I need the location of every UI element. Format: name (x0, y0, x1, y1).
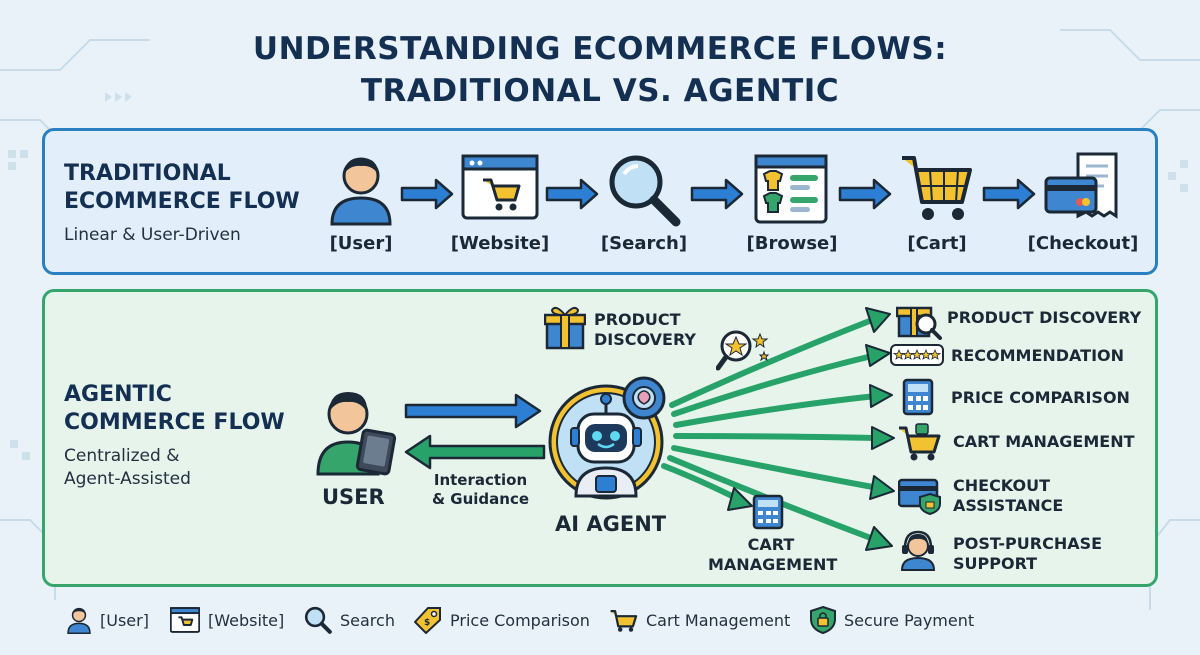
calculator-bottom-icon (752, 494, 784, 530)
gift-search-icon (896, 306, 942, 340)
magnifier-icon (609, 155, 681, 227)
arrow-to-checkout-assistance (671, 445, 881, 491)
checkout-line-2: ASSISTANCE (953, 496, 1064, 515)
title-line-1: UNDERSTANDING ECOMMERCE FLOWS: (252, 31, 948, 67)
agentic-subtitle: Centralized & Agent-Assisted (64, 445, 191, 491)
bottom-cart-management-label: CART MANAGEMENT (708, 535, 838, 575)
traditional-flow-arrows (400, 178, 1036, 210)
agentic-subtitle-line-2: Agent-Assisted (64, 469, 191, 489)
legend-label-user: [User] (100, 610, 149, 630)
step-label-user: [User] (329, 233, 393, 254)
user-icon (67, 607, 91, 634)
step-label-cart: [Cart] (907, 233, 967, 254)
arrow-to-recommendation (671, 353, 875, 417)
bottom-label-line-1: CART (747, 535, 795, 554)
website-cart-icon (170, 607, 200, 633)
legend-item-search: Search (304, 604, 395, 636)
interaction-line-1: Interaction (433, 471, 528, 489)
website-cart-icon (461, 154, 539, 220)
traditional-flow-panel (42, 128, 1158, 275)
price-tag-icon: $ (414, 607, 441, 634)
output-post-purchase-support: POST-PURCHASE SUPPORT (953, 534, 1102, 574)
legend-label-website: [Website] (208, 610, 285, 630)
arrow-search-to-browse (690, 178, 744, 210)
post-purchase-line-2: SUPPORT (953, 554, 1038, 573)
title-line-2: TRADITIONAL VS. AGENTIC (360, 73, 840, 109)
traditional-subtitle: Linear & User-Driven (64, 225, 241, 245)
output-cart-management: CART MANAGEMENT (953, 432, 1135, 451)
cart-icon (899, 423, 941, 461)
shield-lock-icon (810, 606, 836, 634)
arrow-user-to-website (400, 178, 454, 210)
arrow-to-price-comparison (673, 393, 879, 428)
legend-item-price-comparison: $ Price Comparison (414, 604, 590, 636)
svg-text:$: $ (424, 618, 430, 628)
step-label-website: [Website] (450, 233, 550, 254)
page-title: UNDERSTANDING ECOMMERCE FLOWS: TRADITION… (0, 28, 1200, 112)
agent-output-arrows (661, 317, 881, 543)
arrow-cart-to-checkout (982, 178, 1036, 210)
user-with-tablet-icon (316, 392, 397, 476)
gift-icon (544, 306, 586, 350)
agentic-title-line-1: AGENTIC (64, 382, 172, 407)
output-product-discovery: PRODUCT DISCOVERY (947, 308, 1142, 327)
browse-catalog-icon (754, 154, 828, 224)
legend-label-price-comparison: Price Comparison (450, 610, 590, 630)
legend-item-user: [User] (66, 604, 149, 636)
legend-item-cart-management: Cart Management (610, 604, 790, 636)
output-checkout-assistance: CHECKOUT ASSISTANCE (953, 476, 1063, 516)
arrow-browse-to-cart (838, 178, 892, 210)
top-product-discovery-label: PRODUCT DISCOVERY (594, 310, 696, 350)
checkout-line-1: CHECKOUT (953, 476, 1050, 495)
traditional-title: TRADITIONAL ECOMMERCE FLOW (64, 160, 300, 216)
support-agent-icon (900, 530, 936, 571)
traditional-title-line-2: ECOMMERCE FLOW (64, 189, 300, 214)
agentic-title: AGENTIC COMMERCE FLOW (64, 381, 285, 437)
top-label-line-2: DISCOVERY (594, 330, 697, 349)
legend-label-cart-management: Cart Management (646, 610, 791, 630)
star-search-icon (716, 330, 770, 371)
output-recommendation: RECOMMENDATION (951, 346, 1125, 365)
magnifier-icon (304, 606, 332, 634)
arrow-agent-to-user (404, 434, 546, 470)
step-label-search: [Search] (600, 233, 688, 254)
step-label-checkout: [Checkout] (1027, 233, 1139, 254)
interaction-line-2: & Guidance (432, 490, 530, 508)
legend-label-search: Search (340, 610, 395, 630)
agentic-subtitle-line-1: Centralized & (64, 446, 180, 466)
agentic-user-label: USER (322, 485, 385, 509)
cart-icon (610, 609, 638, 632)
agentic-title-line-2: COMMERCE FLOW (64, 410, 285, 435)
secure-card-icon (898, 478, 941, 516)
shopping-cart-icon (902, 156, 972, 220)
top-label-line-1: PRODUCT (594, 310, 681, 329)
credit-card-receipt-icon (1044, 152, 1118, 219)
arrow-website-to-search (545, 178, 599, 210)
bottom-label-line-2: MANAGEMENT (708, 555, 838, 574)
calculator-icon (902, 378, 934, 416)
user-icon (330, 157, 392, 226)
arrow-user-to-agent (404, 393, 542, 429)
legend-item-secure-payment: Secure Payment (810, 604, 974, 636)
step-label-browse: [Browse] (746, 233, 838, 254)
arrow-to-cart-management (673, 433, 879, 441)
legend-label-secure-payment: Secure Payment (844, 610, 975, 630)
output-price-comparison: PRICE COMPARISON (951, 388, 1130, 407)
traditional-title-line-1: TRADITIONAL (64, 161, 231, 186)
post-purchase-line-1: POST-PURCHASE (953, 534, 1103, 553)
arrow-to-product-discovery (669, 317, 875, 408)
ai-agent-label: AI AGENT (555, 512, 667, 536)
legend-item-website: [Website] (170, 604, 284, 636)
ai-agent-robot-icon (548, 376, 666, 500)
interaction-guidance-label: Interaction & Guidance (432, 471, 529, 509)
star-rating-icon (890, 344, 944, 366)
